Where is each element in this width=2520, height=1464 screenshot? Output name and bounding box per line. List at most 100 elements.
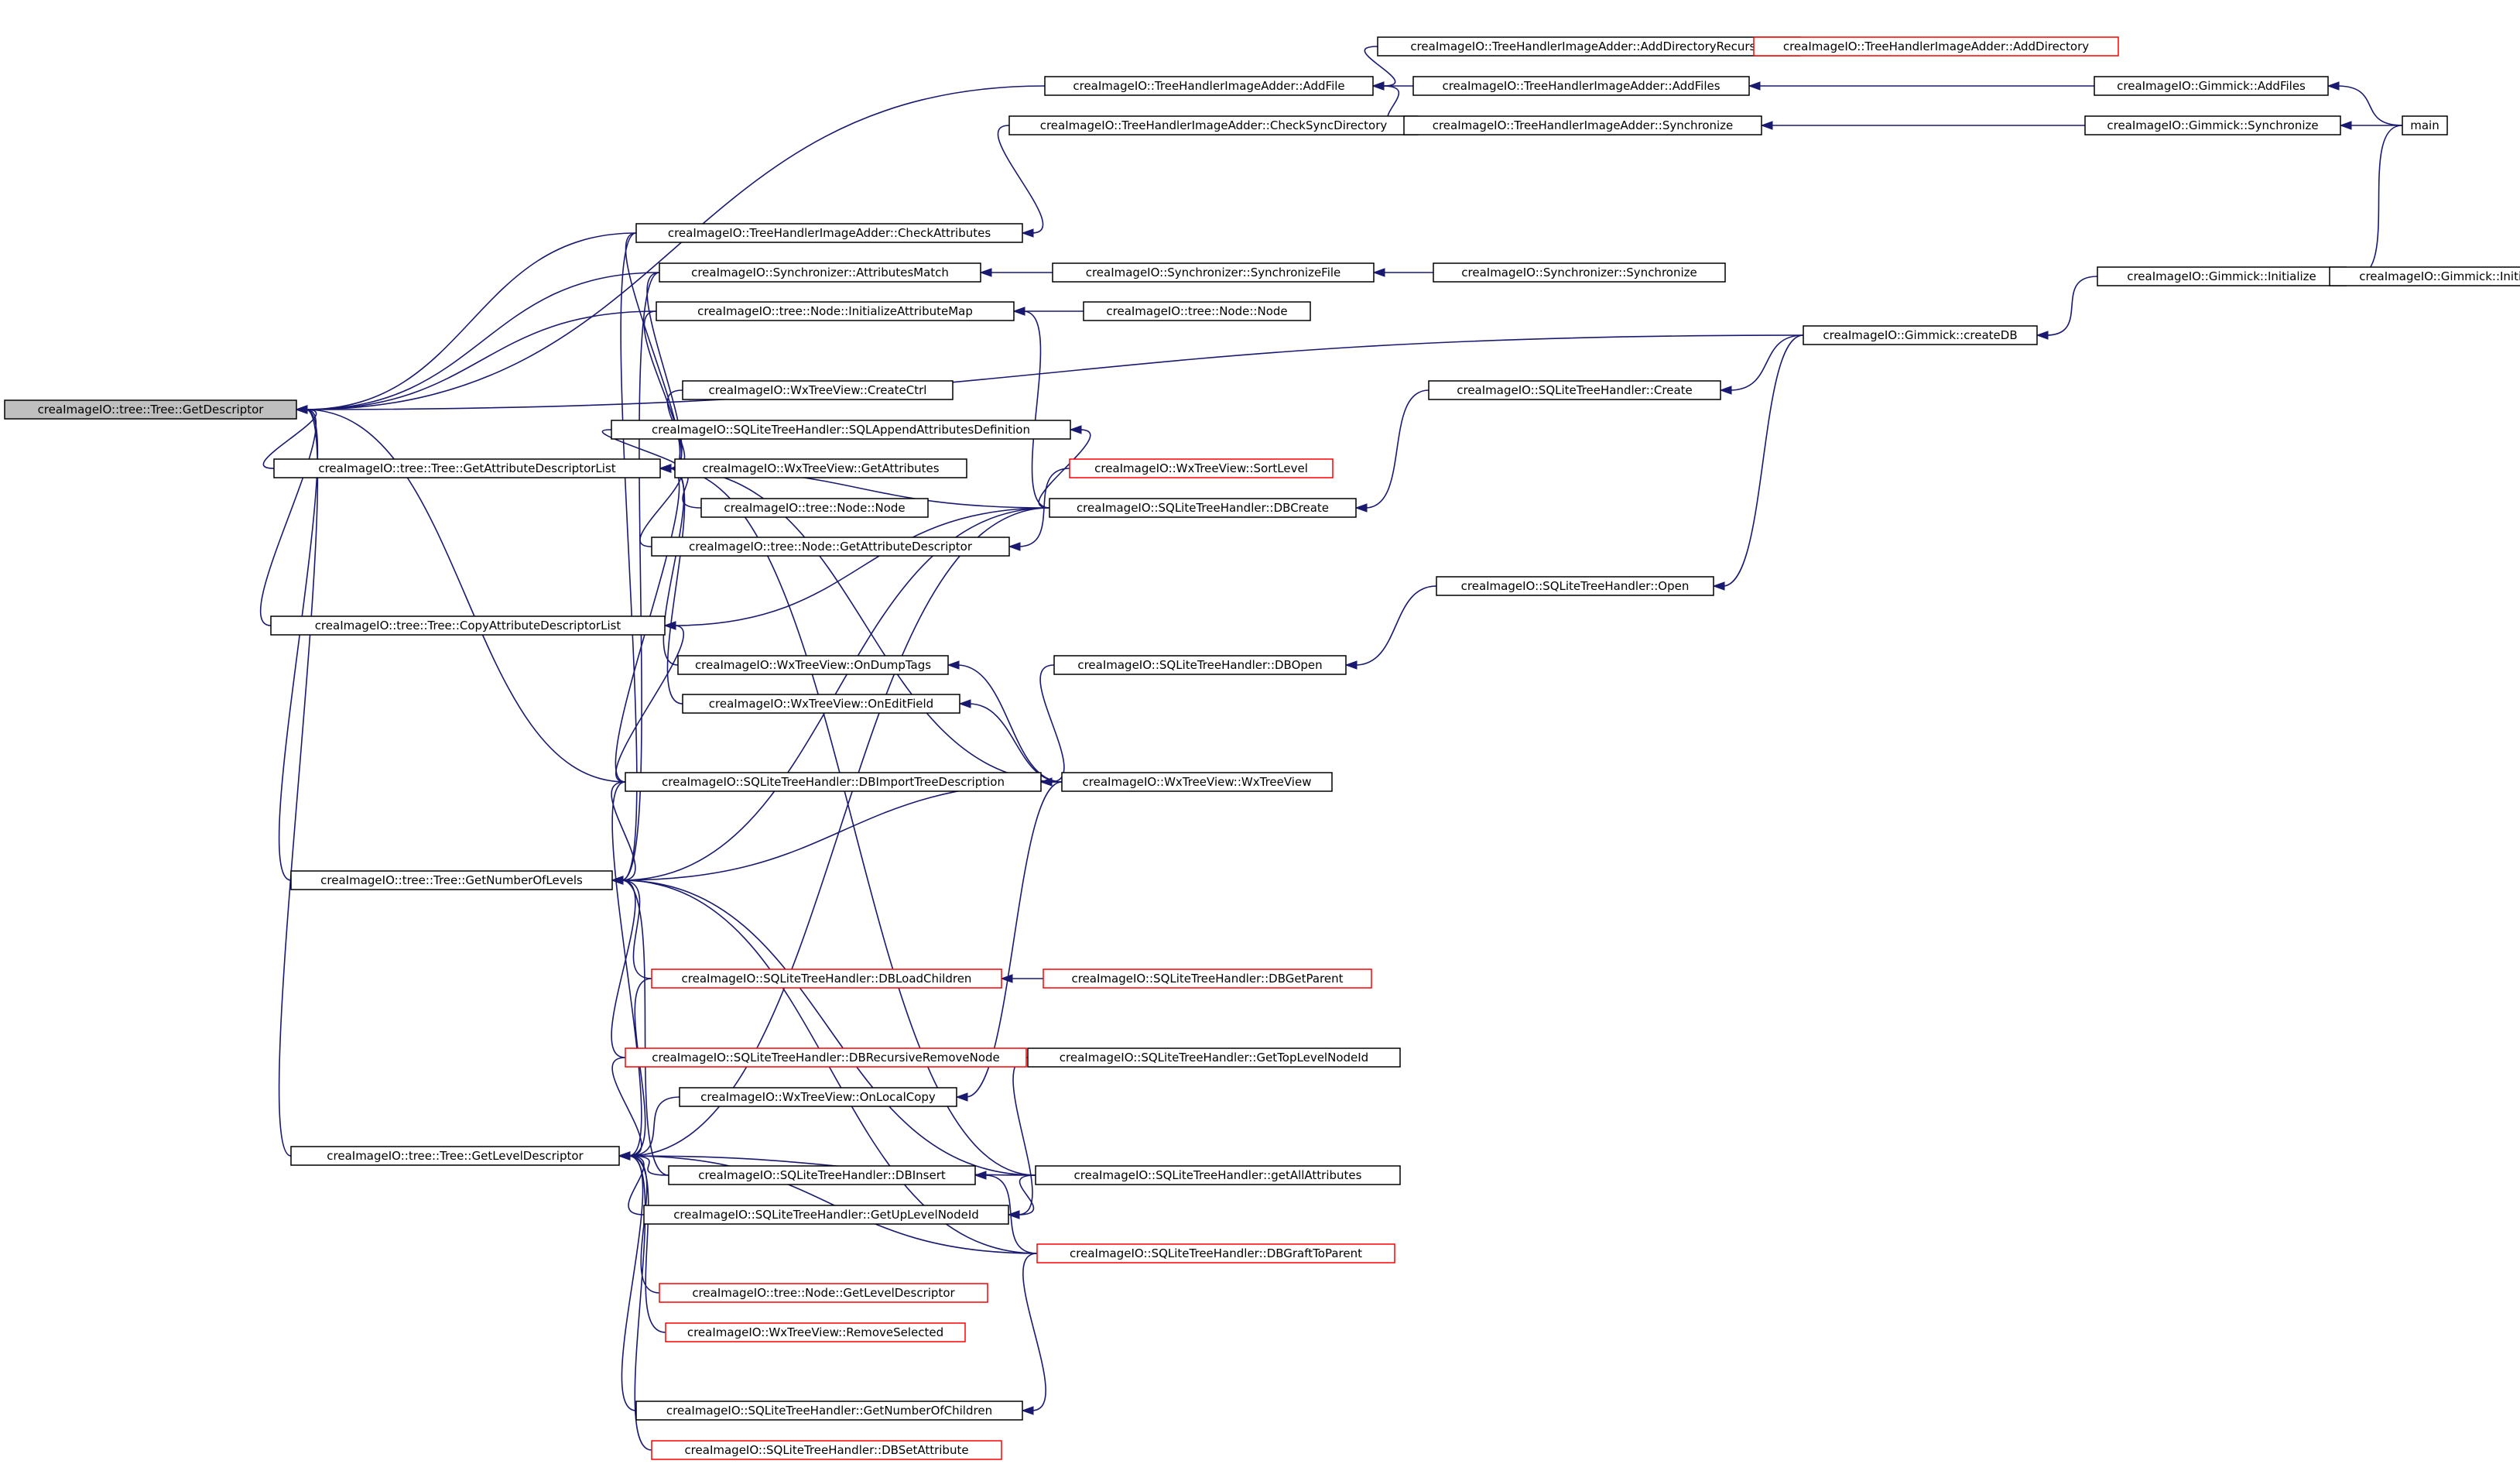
node-box [1043,969,1372,989]
graph-node[interactable]: creaImageIO::TreeHandlerImageAdder::AddF… [1412,76,1750,96]
node-label: creaImageIO::tree::Tree::GetLevelDescrip… [327,1149,584,1163]
graph-node[interactable]: creaImageIO::WxTreeView::CreateCtrl [682,380,954,400]
graph-node[interactable]: creaImageIO::WxTreeView::GetAttributes [674,458,967,478]
node-label: creaImageIO::SQLiteTreeHandler::getAllAt… [1074,1168,1362,1182]
graph-node[interactable]: creaImageIO::SQLiteTreeHandler::GetUpLev… [643,1205,1009,1225]
node-label: creaImageIO::tree::Node::Node [1106,304,1287,318]
graph-node[interactable]: creaImageIO::WxTreeView::OnLocalCopy [679,1087,957,1107]
graph-node[interactable]: creaImageIO::Synchronizer::AttributesMat… [659,262,981,283]
call-edge-arrowhead [1021,1406,1034,1415]
call-edge [643,310,683,469]
node-box [643,1205,1009,1225]
graph-node[interactable]: creaImageIO::WxTreeView::RemoveSelected [665,1322,966,1342]
graph-node[interactable]: creaImageIO::SQLiteTreeHandler::GetTopLe… [1027,1047,1401,1068]
node-label: creaImageIO::TreeHandlerImageAdder::AddD… [1410,39,1768,53]
call-edge [628,1155,1038,1254]
node-box [1436,576,1714,596]
node-label: creaImageIO::Gimmick::Synchronize [2107,118,2318,132]
node-label: creaImageIO::tree::Node::InitializeAttri… [697,304,973,318]
call-edge [628,1155,652,1451]
graph-node[interactable]: creaImageIO::tree::Tree::GetAttributeDes… [273,458,661,478]
graph-node[interactable]: creaImageIO::tree::Node::GetAttributeDes… [651,537,1010,557]
graph-node[interactable]: creaImageIO::tree::Node::Node [1083,301,1311,321]
graph-node[interactable]: creaImageIO::WxTreeView::OnDumpTags [677,655,949,675]
graph-node[interactable]: creaImageIO::tree::Tree::CopyAttributeDe… [270,615,666,636]
node-box [668,1165,976,1185]
graph-node[interactable]: creaImageIO::SQLiteTreeHandler::SQLAppen… [611,420,1071,440]
graph-node[interactable]: creaImageIO::TreeHandlerImageAdder::AddD… [1753,36,2119,57]
node-box [625,772,1042,792]
node-label: creaImageIO::Synchronizer::SynchronizeFi… [1086,266,1341,279]
call-edge [628,1155,645,1215]
node-label: creaImageIO::WxTreeView::OnDumpTags [695,658,931,672]
graph-node[interactable]: creaImageIO::WxTreeView::WxTreeView [1061,772,1333,792]
graph-node[interactable]: creaImageIO::WxTreeView::OnEditField [682,694,960,714]
graph-node[interactable]: creaImageIO::tree::Tree::GetLevelDescrip… [290,1146,620,1166]
graph-node[interactable]: creaImageIO::SQLiteTreeHandler::DBGetPar… [1043,969,1372,989]
call-edge-arrowhead [295,405,308,414]
graph-node[interactable]: creaImageIO::tree::Tree::GetDescriptor [4,399,297,420]
node-box [1044,76,1374,96]
call-edge-arrowhead [955,1092,968,1102]
graph-node[interactable]: main [2402,115,2448,135]
graph-node[interactable]: creaImageIO::Gimmick::Synchronize [2084,115,2341,135]
call-edge [1729,334,1804,391]
graph-node[interactable]: creaImageIO::TreeHandlerImageAdder::AddD… [1377,36,1801,57]
graph-node[interactable]: creaImageIO::SQLiteTreeHandler::Open [1436,576,1714,596]
call-edge [1022,1253,1046,1411]
node-label: creaImageIO::tree::Node::Node [724,501,905,515]
node-label: creaImageIO::TreeHandlerImageAdder::Chec… [1040,118,1388,132]
graph-node[interactable]: creaImageIO::WxTreeView::SortLevel [1069,458,1334,478]
node-box [1377,36,1801,57]
node-box [2094,76,2329,96]
call-edge [278,409,319,1157]
node-box [1803,325,2038,345]
node-label: creaImageIO::WxTreeView::RemoveSelected [687,1325,943,1339]
node-label: creaImageIO::SQLiteTreeHandler::Open [1461,579,1690,593]
graph-node[interactable]: creaImageIO::SQLiteTreeHandler::Create [1428,380,1721,400]
call-edge [611,879,636,1058]
call-edge [628,1096,680,1157]
graph-node[interactable]: creaImageIO::SQLiteTreeHandler::DBSetAtt… [651,1440,1002,1460]
node-label: creaImageIO::SQLiteTreeHandler::GetNumbe… [666,1404,992,1418]
node-box [677,655,949,675]
graph-node[interactable]: creaImageIO::SQLiteTreeHandler::DBOpen [1053,655,1347,675]
call-edge [305,85,1046,410]
graph-node[interactable]: creaImageIO::SQLiteTreeHandler::DBRecurs… [625,1047,1027,1068]
graph-node[interactable]: creaImageIO::tree::Node::InitializeAttri… [656,301,1015,321]
call-edge [2046,276,2098,336]
node-label: creaImageIO::tree::Node::GetAttributeDes… [689,540,973,554]
graph-node[interactable]: creaImageIO::Gimmick::createDB [1803,325,2038,345]
graph-node[interactable]: creaImageIO::Synchronizer::Synchronize [1433,262,1726,283]
call-edge [305,272,660,410]
graph-node[interactable]: creaImageIO::Gimmick::Initialize [2329,266,2520,286]
graph-node[interactable]: creaImageIO::TreeHandlerImageAdder::Sync… [1403,115,1762,135]
node-box [1027,1047,1401,1068]
graph-node[interactable]: creaImageIO::SQLiteTreeHandler::getAllAt… [1035,1165,1401,1185]
graph-node[interactable]: creaImageIO::tree::Node::GetLevelDescrip… [659,1283,988,1303]
node-label: creaImageIO::WxTreeView::WxTreeView [1083,775,1312,789]
graph-node[interactable]: creaImageIO::tree::Node::Node [700,498,929,518]
call-edge-arrowhead [2339,121,2352,130]
graph-node[interactable]: creaImageIO::SQLiteTreeHandler::DBCreate [1049,498,1357,518]
graph-node[interactable]: creaImageIO::SQLiteTreeHandler::GetNumbe… [635,1401,1023,1421]
node-box [273,458,661,478]
graph-node[interactable]: creaImageIO::tree::Tree::GetNumberOfLeve… [290,870,613,890]
call-edge-arrowhead [974,1171,987,1180]
graph-node[interactable]: creaImageIO::TreeHandlerImageAdder::AddF… [1044,76,1374,96]
graph-node[interactable]: creaImageIO::Gimmick::Initialize [2097,266,2347,286]
graph-node[interactable]: creaImageIO::TreeHandlerImageAdder::Chec… [1008,115,1419,135]
graph-node[interactable]: creaImageIO::SQLiteTreeHandler::DBImport… [625,772,1042,792]
graph-node[interactable]: creaImageIO::SQLiteTreeHandler::DBInsert [668,1165,976,1185]
call-edge [625,232,681,469]
graph-node[interactable]: creaImageIO::Synchronizer::SynchronizeFi… [1052,262,1375,283]
graph-node[interactable]: creaImageIO::TreeHandlerImageAdder::Chec… [635,223,1023,243]
node-box [1428,380,1721,400]
call-edge-arrowhead [1069,425,1082,434]
node-label: creaImageIO::tree::Tree::GetDescriptor [38,403,265,417]
graph-node[interactable]: creaImageIO::SQLiteTreeHandler::DBGraftT… [1036,1243,1395,1263]
node-box [1008,115,1419,135]
graph-node[interactable]: creaImageIO::Gimmick::AddFiles [2094,76,2329,96]
graph-node[interactable]: creaImageIO::SQLiteTreeHandler::DBLoadCh… [651,969,1002,989]
